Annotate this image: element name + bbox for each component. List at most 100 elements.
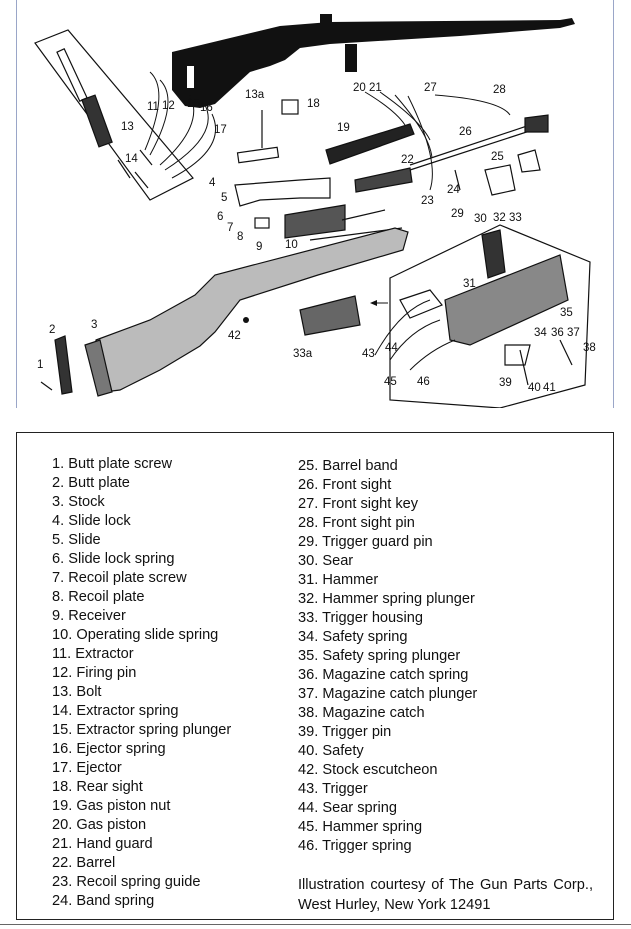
callout-2: 2 <box>49 324 55 336</box>
callout-6: 6 <box>217 211 223 223</box>
callout-43: 43 <box>362 348 375 360</box>
callout-24: 24 <box>447 184 460 196</box>
callout-labels: 1 2 3 4 5 6 7 8 9 10 11 12 13 13a 14 15 … <box>37 82 596 394</box>
slide-and-receiver-parts <box>234 99 403 241</box>
legend-item: 16. Ejector spring <box>52 741 166 757</box>
legend-item: 45. Hammer spring <box>298 819 423 835</box>
legend-item: 14. Extractor spring <box>52 703 179 719</box>
legend-column-left: 1. Butt plate screw 2. Butt plate 3. Sto… <box>52 455 231 911</box>
legend-item: 12. Firing pin <box>52 665 137 681</box>
legend-item: 28. Front sight pin <box>298 515 415 531</box>
diagram-frame <box>16 0 614 408</box>
callout-18: 18 <box>307 98 320 110</box>
callout-19: 19 <box>337 122 350 134</box>
trigger-housing-box <box>299 224 591 408</box>
leader-arcs-upper-left <box>144 71 217 179</box>
callout-39: 39 <box>499 377 512 389</box>
legend-item: 36. Magazine catch spring <box>298 667 469 683</box>
callout-34: 34 <box>534 327 547 339</box>
callout-11: 11 <box>147 101 159 113</box>
legend-item: 2. Butt plate <box>52 475 130 491</box>
legend-item: 27. Front sight key <box>298 496 419 512</box>
callout-30: 30 <box>474 213 487 225</box>
legend-item: 37. Magazine catch plunger <box>298 686 478 702</box>
callout-41: 41 <box>543 382 556 394</box>
leader-arcs-lower <box>374 299 456 371</box>
callout-4: 4 <box>209 177 216 189</box>
legend-item: 10. Operating slide spring <box>52 627 219 643</box>
legend-item: 15. Extractor spring plunger <box>52 722 232 738</box>
callout-32: 32 <box>493 212 506 224</box>
exploded-view-drawing: 1 2 3 4 5 6 7 8 9 10 11 12 13 13a 14 15 … <box>34 14 596 408</box>
bolt-assembly-box <box>34 29 194 201</box>
legend-item: 34. Safety spring <box>298 629 408 645</box>
callout-23: 23 <box>421 195 434 207</box>
bottom-divider <box>0 924 631 925</box>
callout-3: 3 <box>91 319 97 331</box>
callout-25: 25 <box>491 151 504 163</box>
callout-5: 5 <box>221 192 227 204</box>
legend-item: 6. Slide lock spring <box>52 551 175 567</box>
legend-item: 44. Sear spring <box>298 800 397 816</box>
callout-31: 31 <box>463 278 476 290</box>
callout-27: 27 <box>424 82 437 94</box>
callout-10: 10 <box>285 239 298 251</box>
legend-item: 20. Gas piston <box>52 817 147 833</box>
callout-8: 8 <box>237 231 243 243</box>
legend-column-right: 25. Barrel band 26. Front sight 27. Fron… <box>298 457 477 856</box>
legend-item: 43. Trigger <box>298 781 368 797</box>
callout-17: 17 <box>214 124 227 136</box>
callout-44: 44 <box>385 342 398 354</box>
callout-42: 42 <box>228 330 241 342</box>
callout-35: 35 <box>560 307 573 319</box>
callout-7: 7 <box>227 222 233 234</box>
callout-46: 46 <box>417 376 430 388</box>
legend-item: 35. Safety spring plunger <box>298 648 461 664</box>
callout-14: 14 <box>125 153 138 165</box>
legend-item: 21. Hand guard <box>52 836 153 852</box>
legend-item: 29. Trigger guard pin <box>298 534 433 550</box>
leader-arcs-upper-right <box>364 91 511 191</box>
legend-item: 23. Recoil spring guide <box>52 874 201 890</box>
callout-21: 21 <box>369 82 382 94</box>
callout-1: 1 <box>37 359 43 371</box>
callout-29: 29 <box>451 208 464 220</box>
legend-item: 7. Recoil plate screw <box>52 570 187 586</box>
callout-15: 15 <box>187 98 200 110</box>
legend-item: 30. Sear <box>298 553 354 569</box>
callout-26: 26 <box>459 126 472 138</box>
illustration-credit: Illustration courtesy of The Gun Parts C… <box>298 877 593 913</box>
legend-item: 17. Ejector <box>52 760 122 776</box>
legend-item: 1. Butt plate screw <box>52 456 173 472</box>
legend-item: 11. Extractor <box>52 646 134 662</box>
callout-33a: 33a <box>293 348 313 360</box>
legend-item: 39. Trigger pin <box>298 724 392 740</box>
stock <box>40 227 409 397</box>
callout-28: 28 <box>493 84 506 96</box>
legend-item: 25. Barrel band <box>298 458 398 474</box>
callout-12: 12 <box>162 100 175 112</box>
legend-item: 24. Band spring <box>52 893 155 909</box>
callout-9: 9 <box>256 241 262 253</box>
callout-13: 13 <box>121 121 134 133</box>
legend-item: 5. Slide <box>52 532 101 548</box>
legend-item: 40. Safety <box>298 743 364 759</box>
rifle-silhouette <box>172 14 575 108</box>
callout-16: 16 <box>200 102 213 114</box>
legend-item: 3. Stock <box>52 494 105 510</box>
legend-item: 38. Magazine catch <box>298 705 425 721</box>
legend-item: 42. Stock escutcheon <box>298 762 438 778</box>
legend-item: 13. Bolt <box>52 684 102 700</box>
callout-37: 37 <box>567 327 580 339</box>
callout-38: 38 <box>583 342 596 354</box>
legend-item: 26. Front sight <box>298 477 392 493</box>
legend-item: 9. Receiver <box>52 608 126 624</box>
legend-item: 46. Trigger spring <box>298 838 412 854</box>
parts-legend: 1. Butt plate screw 2. Butt plate 3. Sto… <box>16 432 614 920</box>
legend-item: 18. Rear sight <box>52 779 143 795</box>
callout-40: 40 <box>528 382 541 394</box>
legend-item: 4. Slide lock <box>52 513 131 529</box>
callout-36: 36 <box>551 327 564 339</box>
legend-item: 8. Recoil plate <box>52 589 145 605</box>
legend-item: 33. Trigger housing <box>298 610 423 626</box>
